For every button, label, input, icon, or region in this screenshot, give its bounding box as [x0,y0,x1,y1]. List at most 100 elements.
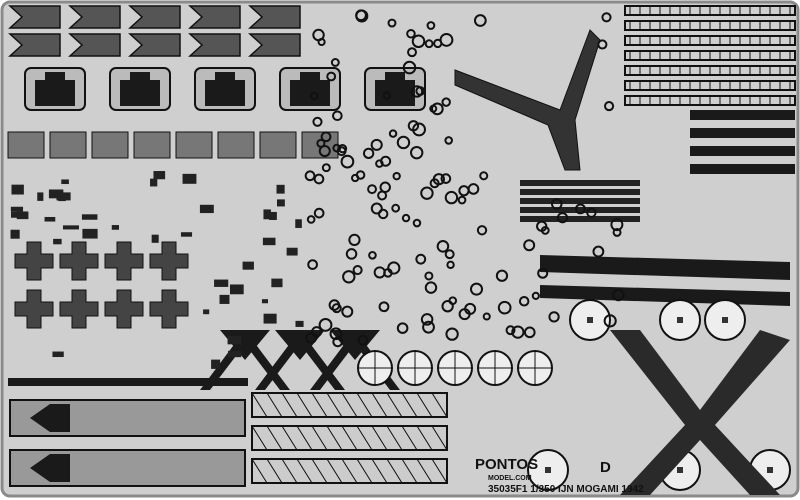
small-part [82,228,98,239]
small-part [604,101,615,112]
catwalk-truss [416,458,433,484]
small-part [355,170,366,180]
small-part [378,301,390,313]
small-part [429,178,440,189]
small-part [422,320,435,334]
catwalk-truss [281,425,298,451]
small-part [410,85,424,98]
catwalk-truss [251,425,268,451]
small-part [352,264,363,276]
small-part [601,12,612,23]
catwalk-truss [386,425,403,451]
catwalk-truss [356,458,373,484]
catwalk-truss [341,392,358,418]
small-part [362,147,375,159]
small-part [345,248,358,260]
rail-part [520,207,640,213]
catwalk-truss [296,458,313,484]
catwalk-truss [431,458,448,484]
small-part [412,218,422,228]
grating-part [128,5,181,29]
small-part [396,322,409,334]
small-part [355,9,369,23]
catwalk-truss [326,458,343,484]
small-part [341,305,354,318]
catwalk-truss [356,392,373,418]
small-part [497,300,512,315]
small-part [375,159,384,168]
small-part [473,14,487,27]
small-part [402,60,417,75]
small-part [391,203,401,213]
small-part [548,311,560,323]
small-part [429,104,438,113]
small-part [523,239,536,252]
small-part [242,261,254,270]
catwalk-truss [326,392,343,418]
small-part [370,202,383,215]
small-part [227,336,242,345]
grating-panel-part [133,131,171,159]
small-part [407,47,418,58]
product-code: 35035F1 1/350 IJN MOGAMI 1942 [488,484,644,495]
platform-disc-center [545,467,551,473]
small-part [441,300,454,313]
rail-part [8,378,248,386]
small-part [305,332,318,344]
small-part [276,199,285,207]
small-part [313,173,325,185]
catwalk-truss [401,458,418,484]
grating-panel-part [175,131,213,159]
catwalk-truss [356,425,373,451]
small-part [479,171,489,181]
small-part [511,325,525,339]
catwalk-truss [281,392,298,418]
catwalk-truss [341,425,358,451]
small-part [320,131,332,143]
vent-part [120,72,160,106]
small-part [433,38,443,49]
grating-part [8,33,61,57]
small-part [482,312,491,321]
small-part [10,211,27,218]
platform-disc-center [587,317,593,323]
small-part [444,190,459,205]
catwalk-truss [296,392,313,418]
small-part [412,122,426,137]
frame-part [330,330,380,360]
small-part [603,314,617,328]
grating-panel-part [49,131,87,159]
catwalk-truss [401,425,418,451]
small-part [318,318,333,332]
grating-part [68,33,121,57]
cross-part [14,289,54,329]
vent-part [205,72,245,106]
grating-panel-part [217,131,255,159]
small-part [440,173,452,184]
small-part [306,215,316,224]
small-part [612,227,622,237]
rail-part [520,216,640,222]
small-part [326,71,337,82]
small-part [368,250,377,260]
small-part [556,212,569,224]
catwalk-truss [371,425,388,451]
small-part [367,184,377,195]
small-part [150,178,158,187]
small-part [379,181,391,193]
small-part [151,234,159,243]
small-part [309,91,319,101]
small-part [276,184,285,194]
rail-part [520,180,640,186]
small-part [458,185,470,197]
small-part [304,170,316,182]
vent-part [290,72,330,106]
rail-part [690,146,795,156]
small-part [448,296,458,306]
small-part [229,284,244,295]
small-part [446,260,455,270]
small-part [431,102,444,116]
small-part [203,309,210,315]
small-part [586,207,597,218]
